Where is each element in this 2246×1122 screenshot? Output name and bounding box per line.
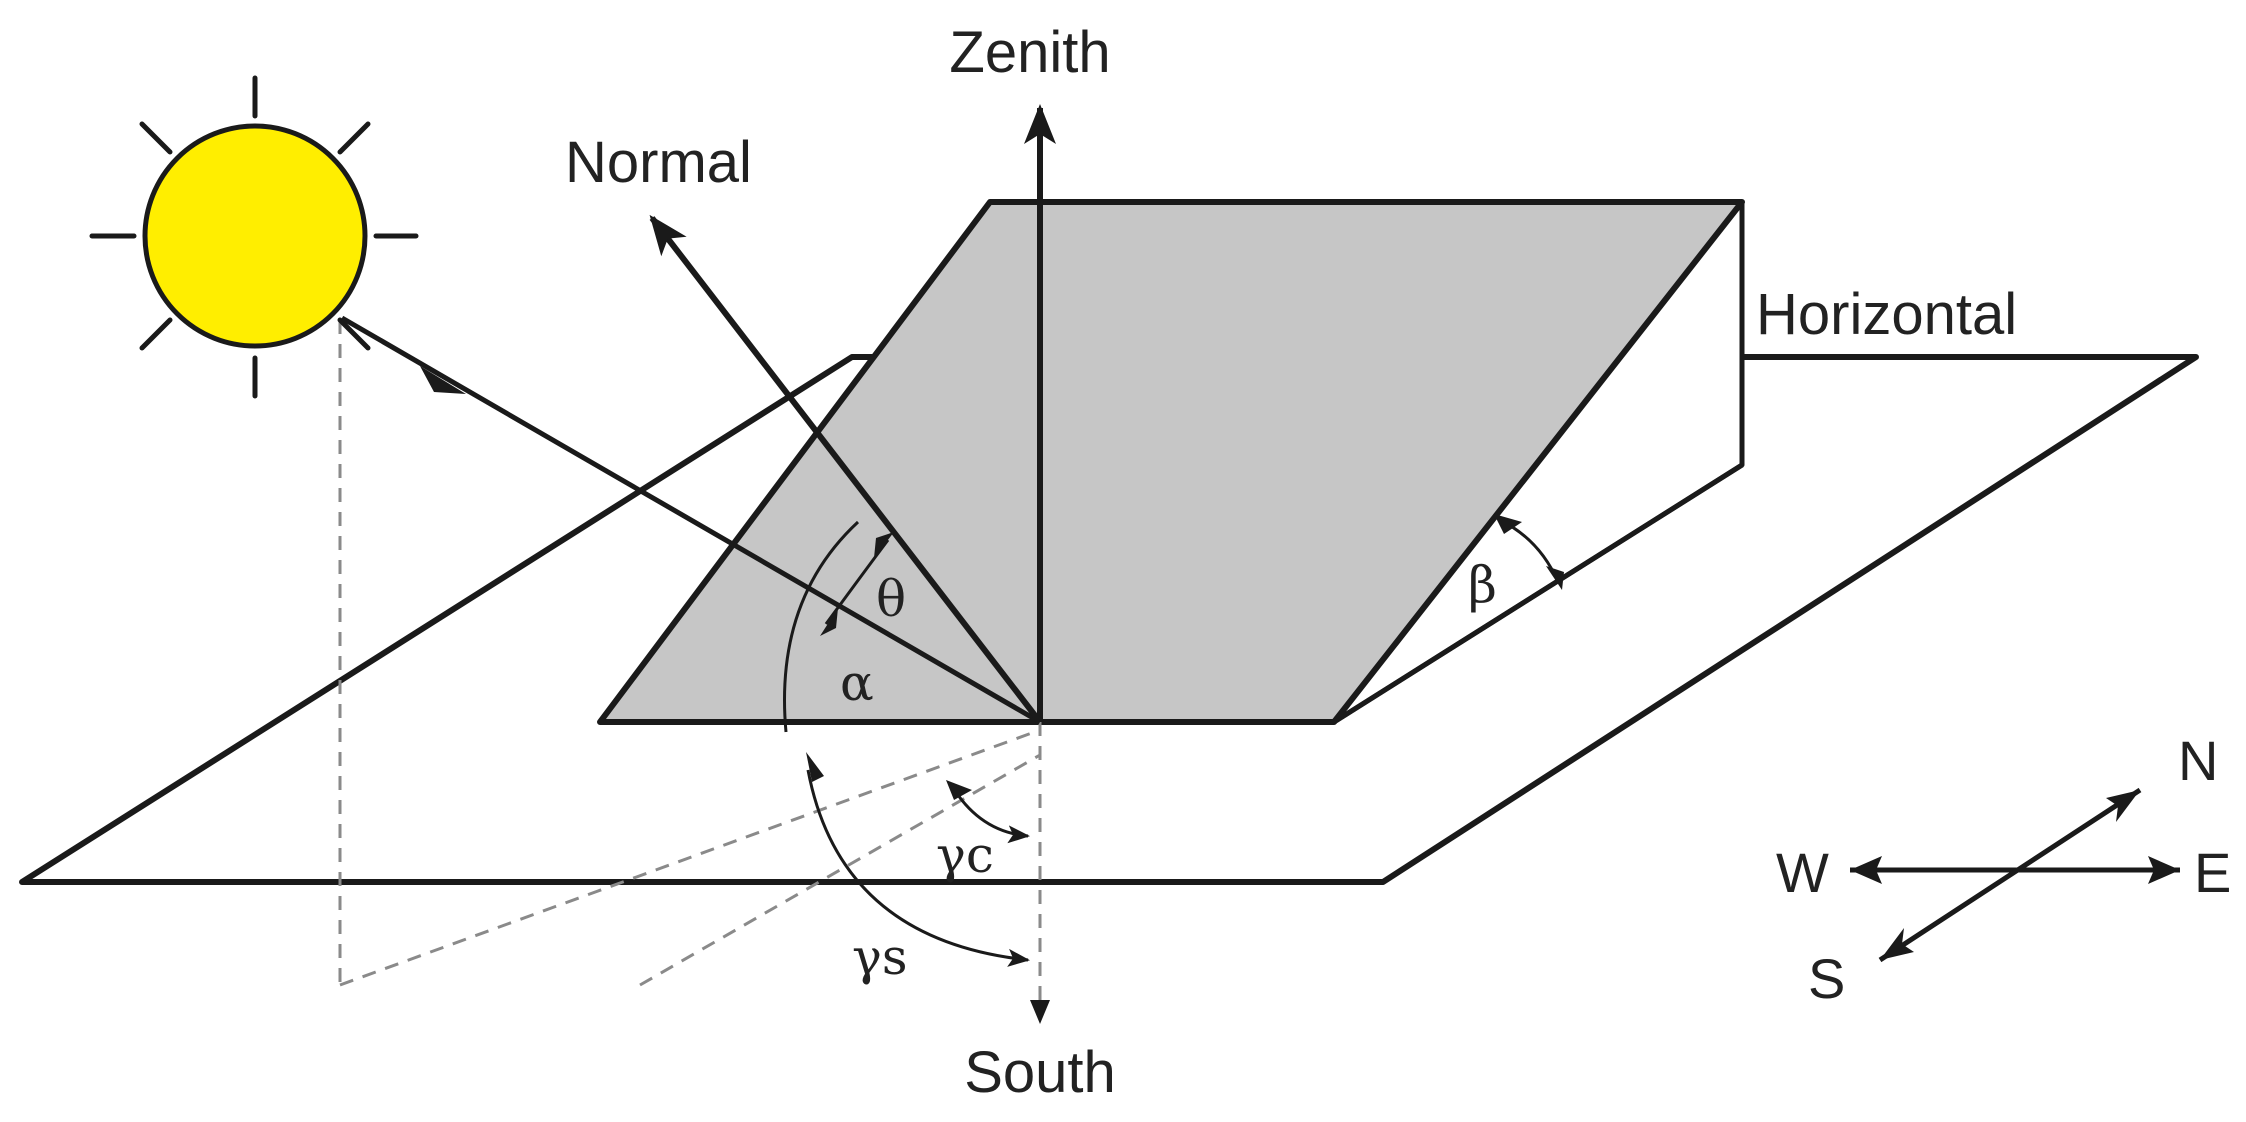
sun-ray xyxy=(340,315,1042,725)
beta-label: β xyxy=(1468,556,1497,614)
sun-icon xyxy=(89,75,419,399)
compass-north-label: N xyxy=(2178,729,2218,792)
alpha-label: α xyxy=(840,654,874,712)
gamma-s-label: γs xyxy=(852,928,908,986)
south-arrow-tip xyxy=(1030,1000,1050,1024)
theta-arrow-a xyxy=(820,608,838,636)
normal-label: Normal xyxy=(565,130,752,195)
theta-arrow-b xyxy=(874,532,894,558)
gamma-s-arc xyxy=(806,769,1030,967)
compass-south-label: S xyxy=(1808,947,1845,1010)
compass-east-arrow xyxy=(2148,856,2180,884)
beta-arrow-b xyxy=(1546,566,1564,590)
horizontal-label: Horizontal xyxy=(1756,282,2017,347)
compass-south-arrow xyxy=(1880,928,1914,960)
collector-base-edge xyxy=(1332,462,1744,725)
compass-north-south-axis xyxy=(1878,787,2142,963)
theta-label: θ xyxy=(876,570,906,628)
collector-surface xyxy=(597,199,1745,725)
alpha-arc xyxy=(783,520,860,733)
normal-arrow xyxy=(649,214,1043,724)
projection-lines xyxy=(338,320,1042,1000)
sun-ray-arrow xyxy=(420,366,466,394)
south-label: South xyxy=(964,1040,1116,1105)
theta-arc xyxy=(824,539,890,625)
beta-arrow-a xyxy=(1494,514,1522,534)
compass-north-arrow xyxy=(2106,790,2140,822)
compass-west-arrow xyxy=(1850,856,1882,884)
zenith-label: Zenith xyxy=(949,20,1110,85)
gamma-s-arrow-start xyxy=(806,752,824,782)
compass-east-label: E xyxy=(2194,841,2231,904)
compass-west-label: W xyxy=(1776,841,1829,904)
gamma-c-label: γc xyxy=(936,826,994,884)
gamma-c-arrow-start xyxy=(946,780,972,800)
compass xyxy=(1850,787,2180,963)
